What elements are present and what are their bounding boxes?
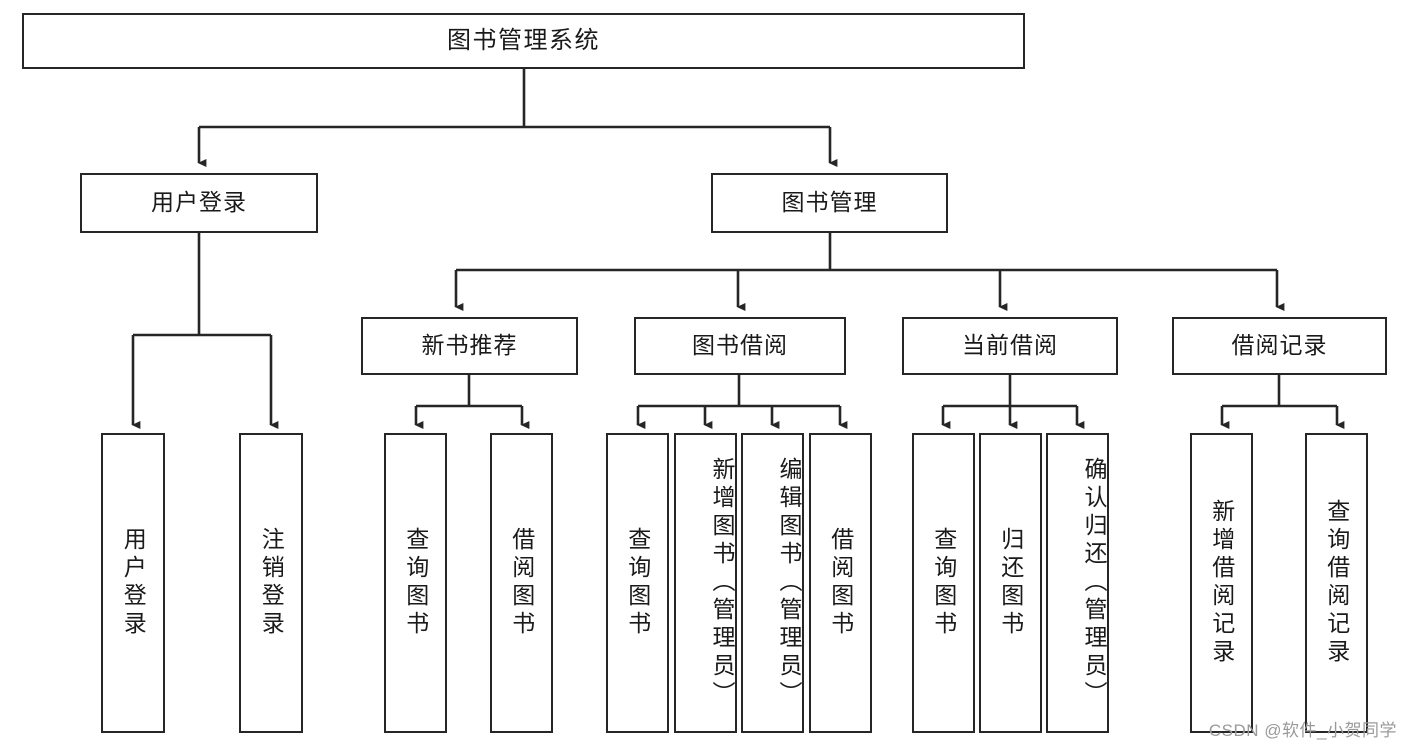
leaf-edit-book-admin[interactable]: 编辑图书（管理员） — [741, 433, 804, 733]
node-book-management[interactable]: 图书管理 — [711, 173, 948, 233]
leaf-return-book[interactable]: 归还图书 — [979, 433, 1042, 733]
leaf-query-book-borrow[interactable]: 查询图书 — [606, 433, 669, 733]
leaf-query-book-recommend[interactable]: 查询图书 — [384, 433, 447, 733]
node-new-book-recommend[interactable]: 新书推荐 — [361, 317, 578, 375]
leaf-confirm-return-admin[interactable]: 确认归还（管理员） — [1046, 433, 1109, 733]
leaf-user-login[interactable]: 用户登录 — [101, 433, 165, 733]
node-user-login[interactable]: 用户登录 — [80, 173, 318, 233]
leaf-query-borrow-record[interactable]: 查询借阅记录 — [1305, 433, 1368, 733]
watermark: CSDN @软件_小贺同学 — [1208, 721, 1397, 740]
leaf-query-book-current[interactable]: 查询图书 — [912, 433, 975, 733]
leaf-logout[interactable]: 注销登录 — [239, 433, 303, 733]
node-current-borrow[interactable]: 当前借阅 — [902, 317, 1118, 375]
leaf-borrow-book[interactable]: 借阅图书 — [809, 433, 872, 733]
node-book-borrow[interactable]: 图书借阅 — [634, 317, 846, 375]
leaf-add-borrow-record[interactable]: 新增借阅记录 — [1190, 433, 1253, 733]
leaf-add-book-admin[interactable]: 新增图书（管理员） — [674, 433, 737, 733]
leaf-borrow-book-recommend[interactable]: 借阅图书 — [490, 433, 553, 733]
node-root[interactable]: 图书管理系统 — [22, 13, 1025, 69]
node-borrow-records[interactable]: 借阅记录 — [1172, 317, 1387, 375]
